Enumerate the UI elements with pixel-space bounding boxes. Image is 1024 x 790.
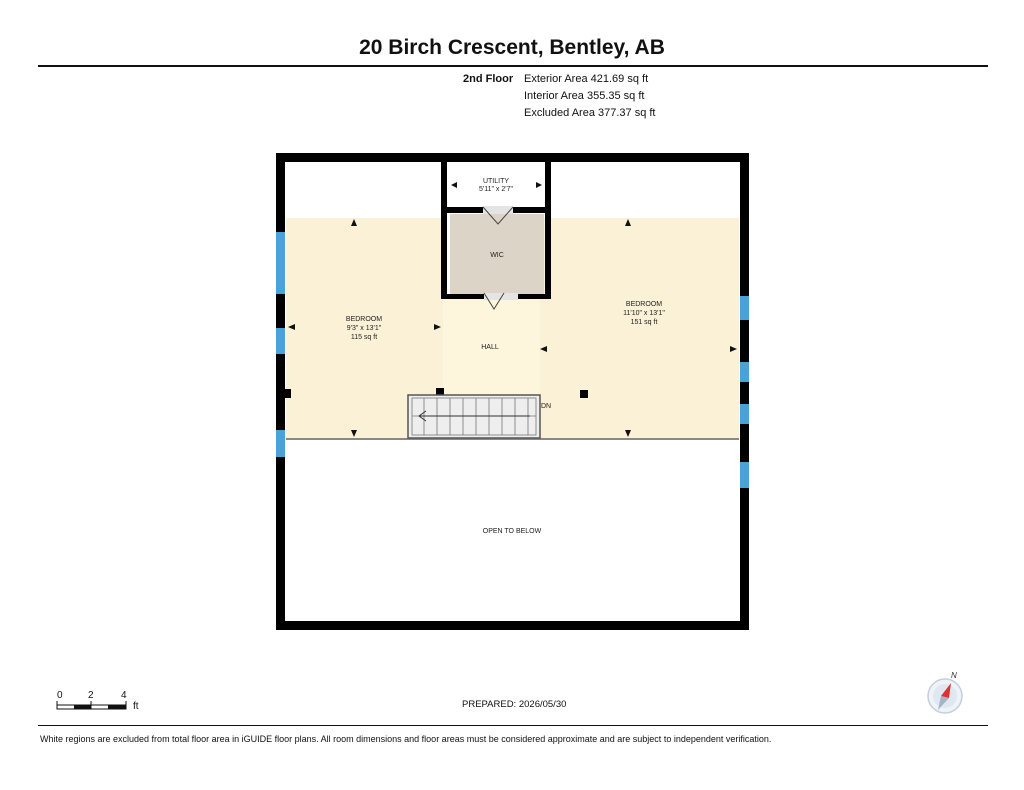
scale-bar	[56, 701, 127, 710]
wic-door-opening	[484, 293, 518, 300]
window-left-2	[276, 328, 285, 354]
bedroom-left-area: 115 sq ft	[351, 334, 377, 341]
bedroom-left-dims: 9'3" x 13'1"	[347, 325, 382, 332]
wic-fill	[450, 214, 544, 296]
bedroom-right-dims: 11'10" x 13'1"	[623, 310, 665, 317]
page-title: 20 Birch Crescent, Bentley, AB	[359, 36, 665, 59]
scale-tick-0: 0	[57, 690, 63, 701]
excluded-area: Excluded Area 377.37 sq ft	[524, 107, 656, 119]
compass-north-label: N	[951, 671, 957, 680]
window-right-1	[740, 296, 749, 320]
stairs-dn-label: DN	[541, 403, 551, 410]
utility-door-swing	[482, 206, 514, 225]
floor-name: 2nd Floor	[463, 73, 514, 85]
stairs	[407, 394, 541, 439]
utility-wall-right	[545, 160, 551, 298]
title-divider	[38, 65, 988, 67]
compass-icon	[927, 678, 963, 714]
interior-area: Interior Area 355.35 sq ft	[524, 90, 645, 102]
dimension-arrows	[288, 182, 737, 437]
window-right-4	[740, 462, 749, 488]
footer-divider	[38, 725, 988, 726]
utility-wall-left	[441, 160, 447, 298]
utility-door-opening	[483, 206, 513, 214]
prepared-date: PREPARED: 2026/05/30	[462, 699, 567, 710]
scale-unit: ft	[133, 701, 139, 712]
bedroom-right-fill	[540, 218, 739, 439]
bedroom-left-name: BEDROOM	[346, 316, 382, 323]
bedroom-right-area: 151 sq ft	[631, 319, 658, 326]
utility-dims: 5'11" x 2'7"	[479, 186, 513, 193]
post-left	[436, 388, 444, 396]
post-right	[580, 390, 588, 398]
window-right-2	[740, 362, 749, 382]
exterior-wall	[276, 153, 749, 630]
scale-tick-2: 2	[88, 690, 94, 701]
wic-door-swing	[483, 292, 505, 310]
hall-name: HALL	[481, 344, 499, 351]
scale-tick-4: 4	[121, 690, 127, 701]
wic-name: WIC	[490, 252, 504, 259]
exterior-area: Exterior Area 421.69 sq ft	[524, 73, 649, 85]
utility-name: UTILITY	[483, 178, 509, 185]
window-left-3	[276, 430, 285, 457]
window-left-1	[276, 232, 285, 294]
bedroom-right-name: BEDROOM	[626, 301, 662, 308]
footer-disclaimer: White regions are excluded from total fl…	[40, 734, 772, 744]
open-to-below-label: OPEN TO BELOW	[483, 528, 542, 535]
post-left-wall	[284, 389, 291, 398]
window-right-3	[740, 404, 749, 424]
